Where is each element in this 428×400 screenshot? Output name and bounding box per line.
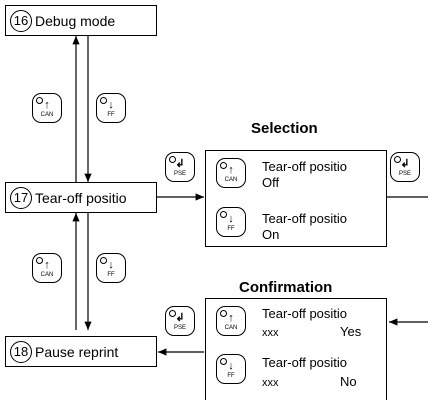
ff-key-icon: ↓ FF xyxy=(96,253,126,283)
confirmation-yes-code: xxx xyxy=(262,327,279,339)
can-key-icon: ↑ CAN xyxy=(32,93,62,123)
confirmation-yes-answer: Yes xyxy=(340,324,362,339)
confirmation-no-code: xxx xyxy=(262,377,279,389)
menu-number-badge: 16 xyxy=(10,9,32,32)
selection-option-off-line2: Off xyxy=(262,175,280,190)
confirmation-yes-line1: Tear-off positio xyxy=(262,306,348,321)
ff-key-icon: ↓ FF xyxy=(96,93,126,123)
menu-number-badge: 17 xyxy=(10,186,32,209)
pse-key-icon: ↲ PSE xyxy=(165,152,195,182)
confirmation-no-line1: Tear-off positio xyxy=(262,355,348,370)
menu-number-badge: 18 xyxy=(10,340,32,363)
menu-item-tear-off-position[interactable]: 17 Tear-off positio xyxy=(5,182,157,213)
can-key-icon: ↑ CAN xyxy=(216,306,246,336)
selection-option-off-line1: Tear-off positio xyxy=(262,159,348,174)
menu-item-debug-mode[interactable]: 16 Debug mode xyxy=(5,5,157,36)
selection-option-on-line1: Tear-off positio xyxy=(262,211,348,226)
pse-key-icon: ↲ PSE xyxy=(390,152,420,182)
selection-option-on-line2: On xyxy=(262,227,280,242)
ff-key-icon: ↓ FF xyxy=(216,207,246,237)
menu-label: Tear-off positio xyxy=(35,189,127,206)
can-key-icon: ↑ CAN xyxy=(32,253,62,283)
pse-key-icon: ↲ PSE xyxy=(165,306,195,336)
menu-item-pause-reprint[interactable]: 18 Pause reprint xyxy=(5,336,157,367)
menu-label: Pause reprint xyxy=(35,343,119,360)
confirmation-heading: Confirmation xyxy=(239,279,333,296)
confirmation-no-answer: No xyxy=(340,374,357,389)
menu-label: Debug mode xyxy=(35,12,116,29)
selection-heading: Selection xyxy=(251,120,318,137)
can-key-icon: ↑ CAN xyxy=(216,158,246,188)
ff-key-icon: ↓ FF xyxy=(216,354,246,384)
